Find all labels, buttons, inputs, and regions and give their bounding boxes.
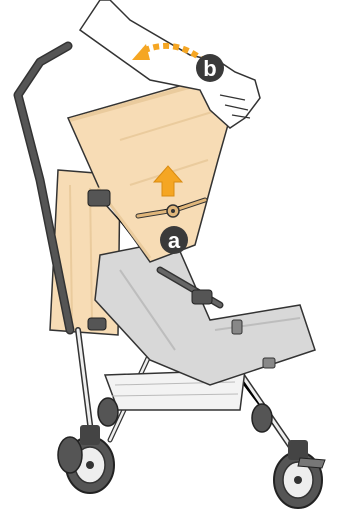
callout-a: a xyxy=(160,226,188,254)
callout-b: b xyxy=(196,54,224,82)
callout-a-label: a xyxy=(168,228,181,253)
front-wheel xyxy=(274,440,322,508)
footrest xyxy=(298,458,325,468)
rear-wheel-secondary xyxy=(58,437,82,473)
seat xyxy=(95,240,315,385)
rear-frame xyxy=(78,330,92,440)
callout-b-label: b xyxy=(203,56,216,81)
